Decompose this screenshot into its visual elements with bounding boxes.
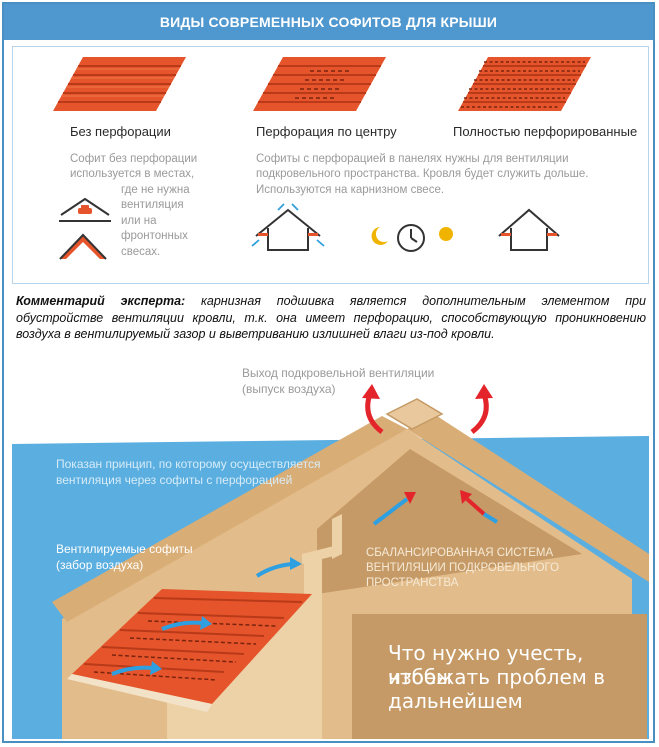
desc-no-perf-line3: где не нужна <box>121 184 190 196</box>
expert-comment-text: карнизная подшивка является дополнительн… <box>16 294 646 341</box>
desc-no-perf-line4: вентиляция <box>121 199 184 211</box>
desc-perf-line2: подкровельного пространства. Кровля буде… <box>256 168 589 180</box>
headline-line3: дальнейшем <box>388 689 523 713</box>
vent-soffit-label-line2: (забор воздуха) <box>56 558 144 572</box>
type-label-full-perforation: Полностью перфорированные <box>453 124 638 139</box>
roof-scene-graphic <box>12 354 649 739</box>
ventilated-house-icon <box>251 203 325 251</box>
soffit-panel-no-perforation <box>53 57 186 111</box>
expert-comment: Комментарий эксперта: карнизная подшивка… <box>16 293 646 348</box>
exhaust-label-line1: Выход подкровельной вентиляции <box>242 366 435 380</box>
headline-line1: Что нужно учесть, чтобы <box>388 641 584 689</box>
soffit-panel-center-perforation <box>253 57 386 111</box>
vent-soffit-label-line1: Вентилируемые софиты <box>56 542 193 556</box>
air-intake-arrows <box>111 557 302 676</box>
page-title: ВИДЫ СОВРЕМЕННЫХ СОФИТОВ ДЛЯ КРЫШИ <box>4 4 653 40</box>
type-label-no-perforation: Без перфорации <box>70 124 171 139</box>
expert-comment-label: Комментарий эксперта: <box>16 294 186 308</box>
principle-line1: Показан принцип, по которому осуществляе… <box>56 457 321 471</box>
desc-no-perf-line2: используется в местах, <box>70 168 195 180</box>
exhaust-label-line2: (выпуск воздуха) <box>242 382 336 396</box>
desc-perf-line1: Софиты с перфорацией в панелях нужны для… <box>256 153 569 165</box>
air-exhaust-arrows <box>362 384 493 434</box>
roof-ventilation-illustration: Выход подкровельной вентиляции (выпуск в… <box>12 354 649 739</box>
soffit-panel-full-perforation <box>458 57 591 111</box>
desc-perf-line3: Используются на карнизном свесе. <box>256 184 445 196</box>
headline-line2: избежать проблем в <box>388 665 606 689</box>
house-car-icon <box>59 197 111 222</box>
balanced-system-line1: СБАЛАНСИРОВАННАЯ СИСТЕМА <box>366 547 554 559</box>
day-night-icon <box>371 224 453 252</box>
desc-no-perf-line7: свесах. <box>121 246 161 258</box>
desc-no-perf-line5: или на <box>121 215 157 227</box>
soffit-types-panel: Без перфорации Перфорация по центру Полн… <box>12 46 649 284</box>
desc-no-perf-line1: Софит без перфорации <box>70 153 198 165</box>
gable-edge-icon <box>59 233 107 260</box>
house-outline-icon <box>498 208 560 251</box>
principle-line2: вентиляция через софиты с перфорацией <box>56 473 293 487</box>
attic-flow-arrows <box>372 490 499 526</box>
balanced-system-line2: ВЕНТИЛЯЦИИ ПОДКРОВЕЛЬНОГО ПРОСТРАНСТВА <box>366 562 560 589</box>
type-label-center-perforation: Перфорация по центру <box>256 124 397 139</box>
desc-no-perf-line6: фронтонных <box>121 230 188 242</box>
